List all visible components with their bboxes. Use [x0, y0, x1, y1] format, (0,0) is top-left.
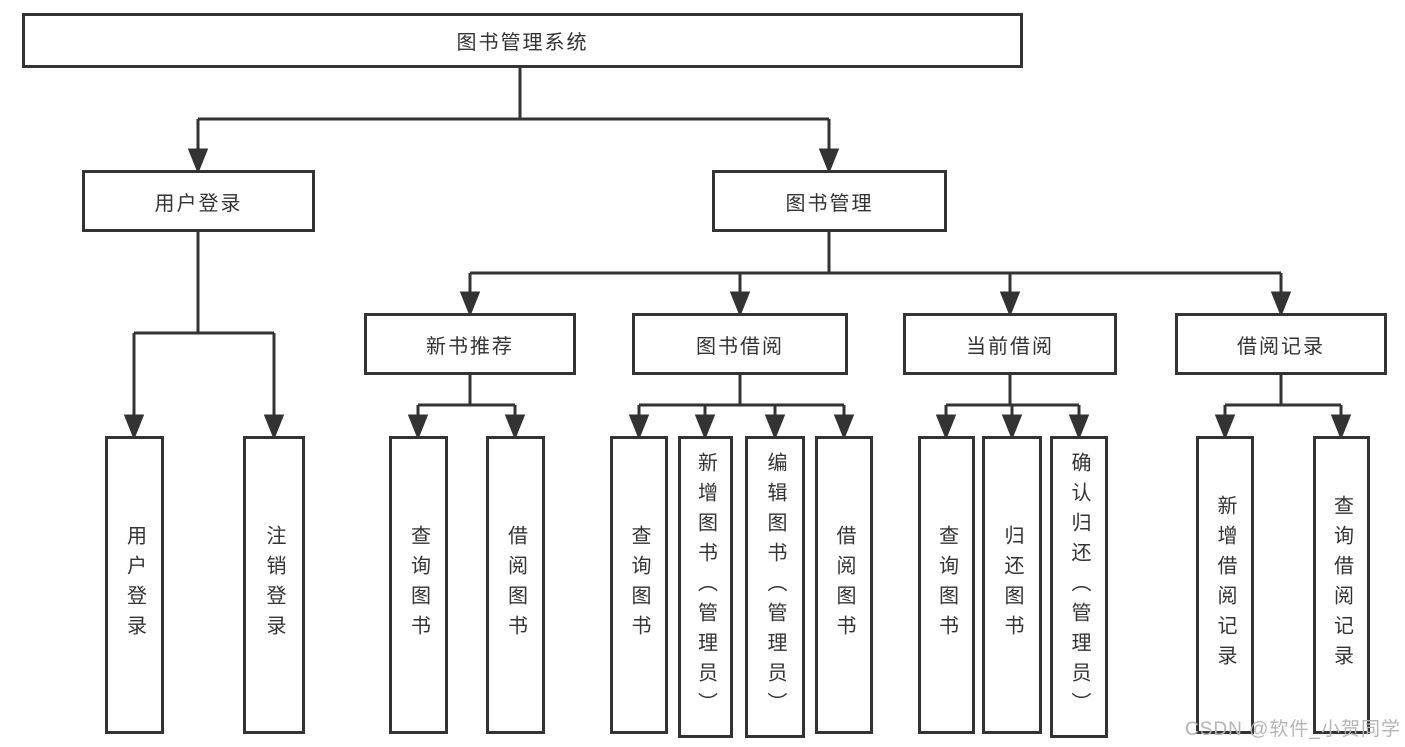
node-leaf-user-login: 用户登录 — [105, 436, 164, 734]
node-current-borrowing: 当前借阅 — [903, 313, 1117, 375]
node-book-borrowing-label: 图书借阅 — [696, 335, 784, 358]
node-root-label: 图书管理系统 — [456, 32, 589, 54]
node-user-login-label: 用户登录 — [154, 192, 243, 215]
node-leaf-borrow-books-borrowing-label: 借阅图书 — [833, 525, 855, 645]
node-leaf-query-books-recommend: 查询图书 — [389, 436, 448, 734]
node-book-management: 图书管理 — [712, 170, 947, 232]
node-leaf-add-borrow-record-label: 新增借阅记录 — [1214, 495, 1236, 675]
node-root: 图书管理系统 — [22, 13, 1023, 68]
node-current-borrowing-label: 当前借阅 — [966, 335, 1054, 358]
node-user-login: 用户登录 — [82, 170, 315, 232]
node-leaf-query-borrow-record-label: 查询借阅记录 — [1330, 495, 1353, 675]
node-leaf-query-books-borrowing: 查询图书 — [610, 436, 668, 734]
node-leaf-query-borrow-record: 查询借阅记录 — [1313, 436, 1370, 734]
node-borrow-records: 借阅记录 — [1175, 313, 1387, 375]
node-leaf-borrow-books-recommend: 借阅图书 — [486, 436, 545, 734]
connector-user-login-children — [123, 232, 285, 441]
node-leaf-add-books-admin: 新增图书（管理员） — [678, 436, 733, 738]
node-leaf-logout: 注销登录 — [243, 436, 305, 734]
node-leaf-confirm-return-admin: 确认归还（管理员） — [1050, 436, 1108, 738]
node-new-book-recommend-label: 新书推荐 — [426, 335, 514, 358]
node-leaf-user-login-label: 用户登录 — [123, 525, 146, 645]
connector-current-children — [935, 375, 1090, 441]
node-leaf-add-borrow-record: 新增借阅记录 — [1196, 436, 1254, 734]
node-leaf-query-books-current-label: 查询图书 — [935, 525, 958, 645]
node-new-book-recommend: 新书推荐 — [364, 313, 576, 375]
node-leaf-add-books-admin-label: 新增图书（管理员） — [694, 452, 717, 722]
connector-records-children — [1214, 375, 1352, 441]
node-leaf-query-books-current: 查询图书 — [918, 436, 975, 734]
node-leaf-borrow-books-borrowing: 借阅图书 — [815, 436, 873, 734]
node-book-management-label: 图书管理 — [785, 192, 874, 215]
connector-book-mgmt-children — [459, 232, 1292, 318]
node-book-borrowing: 图书借阅 — [632, 313, 848, 375]
node-leaf-logout-label: 注销登录 — [263, 525, 285, 645]
node-leaf-confirm-return-admin-label: 确认归还（管理员） — [1068, 452, 1090, 722]
node-leaf-edit-books-admin-label: 编辑图书（管理员） — [764, 452, 786, 722]
watermark: CSDN @软件_小贺同学 — [1185, 719, 1401, 740]
node-leaf-return-books-label: 归还图书 — [1001, 525, 1023, 645]
node-leaf-edit-books-admin: 编辑图书（管理员） — [745, 436, 805, 738]
node-leaf-query-books-recommend-label: 查询图书 — [407, 525, 430, 645]
node-leaf-borrow-books-recommend-label: 借阅图书 — [504, 525, 527, 645]
connector-borrowing-children — [628, 375, 855, 441]
node-borrow-records-label: 借阅记录 — [1237, 335, 1325, 358]
connector-recommend-children — [407, 375, 526, 441]
node-leaf-return-books: 归还图书 — [982, 436, 1042, 734]
connector-root-to-level2 — [187, 68, 840, 175]
node-leaf-query-books-borrowing-label: 查询图书 — [628, 525, 650, 645]
